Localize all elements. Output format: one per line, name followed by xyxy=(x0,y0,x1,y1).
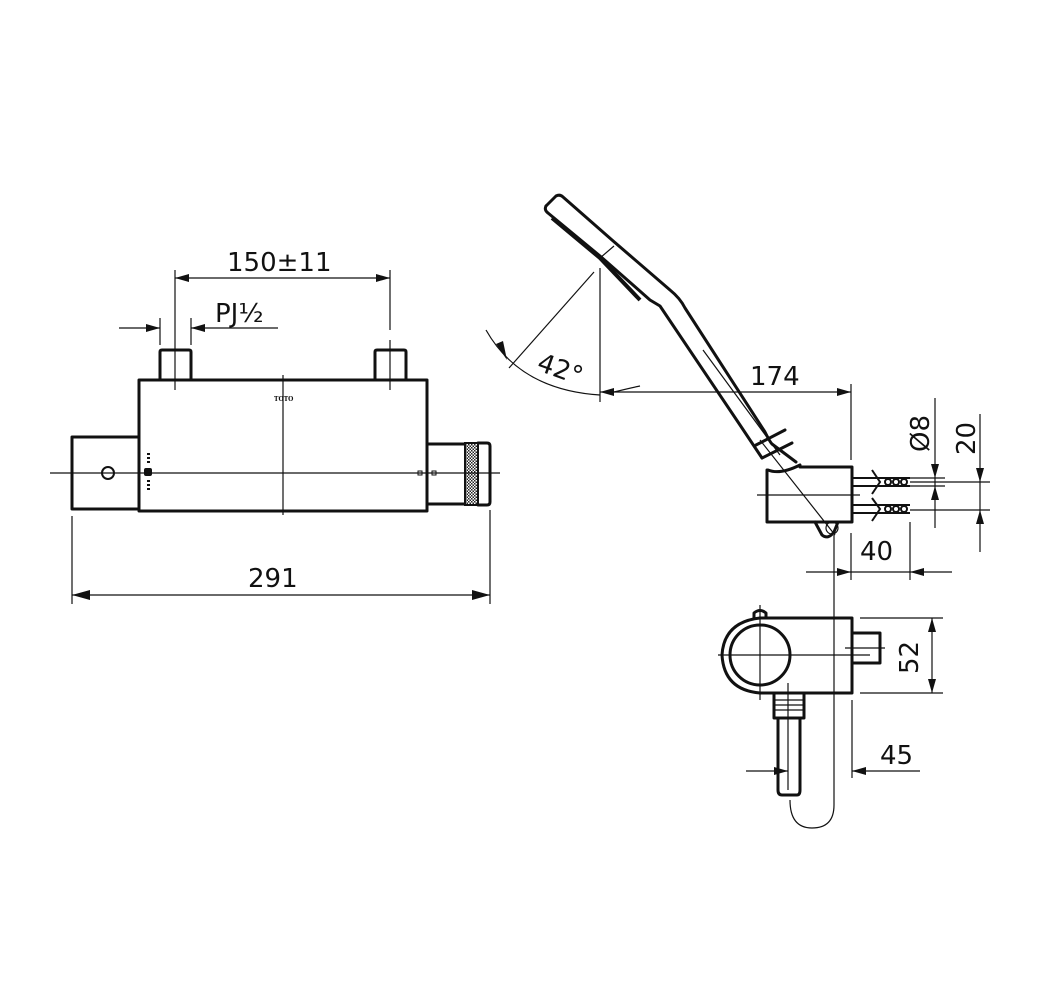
dim-outlet-offset: 45 xyxy=(880,741,913,771)
dim-anchor-diameter: Ø8 xyxy=(906,415,936,452)
wall-anchor-icon xyxy=(852,469,910,522)
dim-inlet-spacing: 150±11 xyxy=(227,248,332,278)
dim-overall-width: 291 xyxy=(248,564,298,594)
dim-wall-depth: 40 xyxy=(860,537,893,567)
dim-anchor-spacing: 20 xyxy=(952,422,982,455)
hand-shower-top-edge xyxy=(544,193,798,464)
bottom-view: 52 45 xyxy=(718,605,943,797)
knurled-grip xyxy=(464,442,479,506)
hose xyxy=(789,535,835,829)
wall-bracket xyxy=(765,465,854,524)
front-view: TOTO 150±11 PJ½ 291 xyxy=(50,248,500,604)
dim-shower-angle: 42° xyxy=(533,348,587,392)
outlet-nipple xyxy=(776,716,802,797)
side-view: 42° 174 Ø8 20 40 xyxy=(485,193,990,580)
dim-inlet-thread: PJ½ xyxy=(215,299,264,329)
dim-body-height: 52 xyxy=(895,641,925,674)
dim-projection: 174 xyxy=(750,362,800,392)
hand-shower-bottom-edge xyxy=(543,204,764,460)
temperature-scale-icon xyxy=(144,453,152,490)
brand-logo: TOTO xyxy=(274,396,293,403)
right-handle-cap xyxy=(476,441,492,507)
